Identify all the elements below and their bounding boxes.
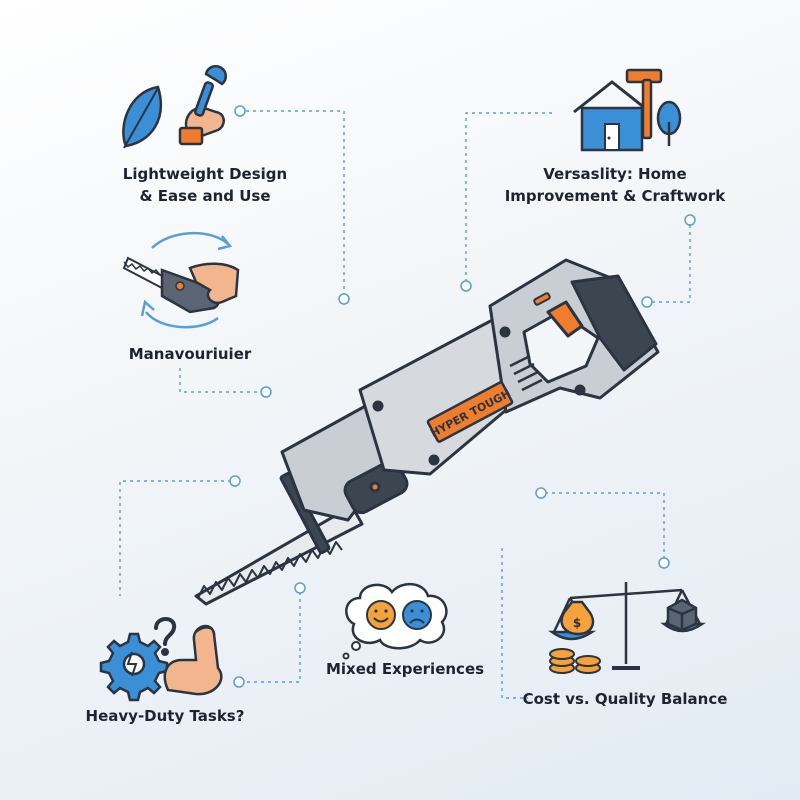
saw-in-hand-icon: [122, 256, 240, 314]
endpoint-dot: [338, 293, 350, 305]
versatility-line1: Versaslity: Home: [543, 165, 687, 183]
connector-versatility-saw: [652, 225, 691, 303]
connector-heavy: [119, 480, 231, 596]
endpoint-dot: [294, 582, 306, 594]
lightweight-design-line2: & Ease and Use: [139, 187, 271, 205]
feather-icon: [122, 85, 163, 149]
versatility-label: Versaslity: Home Improvement & Craftwork: [495, 163, 735, 207]
cube-icon: [666, 598, 698, 632]
endpoint-dot: [535, 487, 547, 499]
endpoint-dot: [233, 676, 245, 688]
lightweight-design-label: Lightweight Design & Ease and Use: [85, 163, 325, 207]
broken-gear-icon: [99, 632, 169, 702]
hammer-icon: [625, 68, 663, 140]
connector-lightweight: [246, 110, 345, 296]
tree-icon: [656, 100, 682, 146]
saw-screw: [372, 400, 384, 412]
coins-icon: [549, 648, 601, 674]
thought-bubble-icon: [342, 583, 448, 660]
endpoint-dot: [684, 214, 696, 226]
endpoint-dot: [260, 386, 272, 398]
endpoint-dot: [658, 557, 670, 569]
cost-quality-label: Cost vs. Quality Balance: [522, 690, 728, 708]
saw-handle-grip: [570, 274, 658, 372]
saw-screw: [499, 326, 511, 338]
saw-vents: [509, 354, 543, 392]
house-icon: [573, 80, 651, 152]
reciprocating-saw: HYPER TOUGH: [194, 258, 660, 606]
endpoint-dot: [229, 475, 241, 487]
happy-face-icon: [366, 600, 396, 630]
endpoint-dot: [460, 280, 472, 292]
flexed-arm-icon: [163, 624, 223, 696]
connector-maneuver: [179, 368, 262, 393]
wrench-hand-icon: [178, 64, 227, 146]
connector-versatility: [465, 112, 552, 283]
heavy-duty-label: Heavy-Duty Tasks?: [85, 707, 245, 725]
maneuver-label: Manavouriuier: [128, 345, 252, 363]
lightweight-design-line1: Lightweight Design: [122, 165, 288, 183]
endpoint-dot: [234, 105, 246, 117]
endpoint-dot: [641, 296, 653, 308]
mixed-experiences-label: Mixed Experiences: [325, 660, 485, 678]
connector-cost: [545, 492, 665, 560]
saw-blade-teeth: [197, 541, 343, 599]
question-mark-icon: [154, 617, 177, 656]
versatility-line2: Improvement & Craftwork: [504, 187, 726, 205]
connector-cost-2: [501, 548, 528, 699]
connector-heavy-2: [243, 592, 301, 683]
connector-lines: [119, 110, 691, 699]
saw-screw: [369, 481, 381, 493]
rotation-arrows-icon: [140, 232, 233, 329]
saw-screw: [428, 454, 440, 466]
saw-trigger: [546, 300, 584, 338]
saw-lock-button: [533, 292, 551, 306]
svg-text:$: $: [573, 616, 581, 630]
saw-screw: [574, 384, 586, 396]
brand-badge: [426, 381, 514, 443]
connector-endpoints: [229, 105, 696, 688]
sad-face-icon: [402, 600, 432, 630]
money-bag-icon: $: [560, 600, 595, 636]
